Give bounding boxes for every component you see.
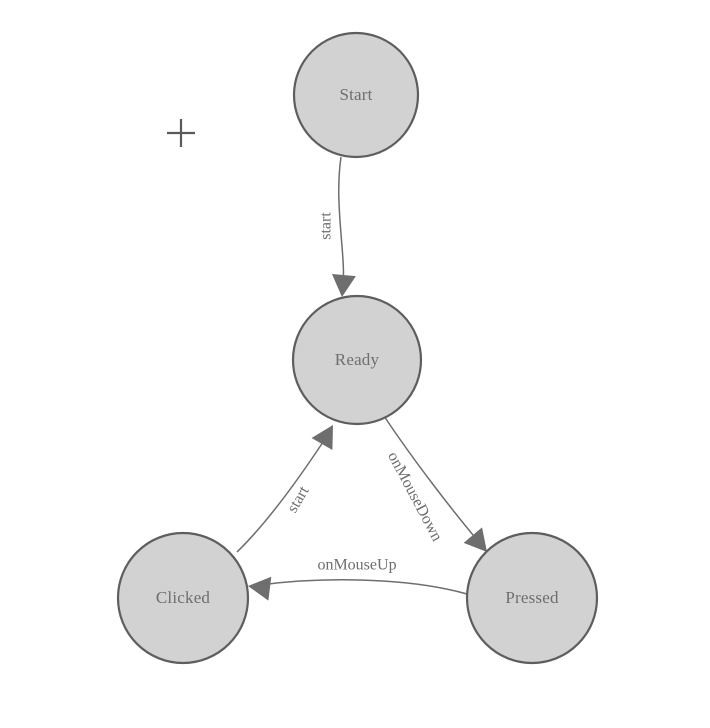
- node-label-clicked: Clicked: [156, 588, 211, 607]
- edge-line: [236, 435, 328, 553]
- node-circle: [291, 294, 423, 426]
- edge-ready-to-pressed[interactable]: onMouseDown: [383, 415, 496, 560]
- node-circle: [465, 531, 599, 665]
- edge-line: [338, 156, 345, 287]
- node-circle: [292, 31, 420, 159]
- state-node-clicked[interactable]: Clicked: [116, 531, 250, 665]
- edge-line: [383, 415, 479, 542]
- edge-label-start-to-ready: start: [318, 212, 335, 240]
- edge-label-ready-to-pressed: onMouseDown: [384, 449, 445, 544]
- arrow-head-icon: [463, 527, 487, 552]
- node-label-pressed: Pressed: [505, 588, 559, 607]
- edge-clicked-to-ready[interactable]: start: [236, 419, 343, 553]
- node-label-ready: Ready: [335, 350, 380, 369]
- edge-start-to-ready[interactable]: start: [318, 156, 356, 298]
- edge-label-clicked-to-ready: start: [284, 483, 313, 516]
- arrow-head-icon: [311, 425, 333, 451]
- cursor-cross-icon: [167, 119, 195, 147]
- edge-line: [259, 579, 468, 595]
- state-node-start[interactable]: Start: [292, 31, 420, 159]
- arrow-head-icon: [331, 274, 356, 297]
- edge-label-pressed-to-clicked: onMouseUp: [317, 557, 396, 574]
- edge-pressed-to-clicked[interactable]: onMouseUp: [247, 557, 468, 601]
- node-label-start: Start: [339, 85, 372, 104]
- state-node-ready[interactable]: Ready: [291, 294, 423, 426]
- state-node-pressed[interactable]: Pressed: [465, 531, 599, 665]
- arrow-head-icon: [248, 576, 272, 601]
- node-circle: [116, 531, 250, 665]
